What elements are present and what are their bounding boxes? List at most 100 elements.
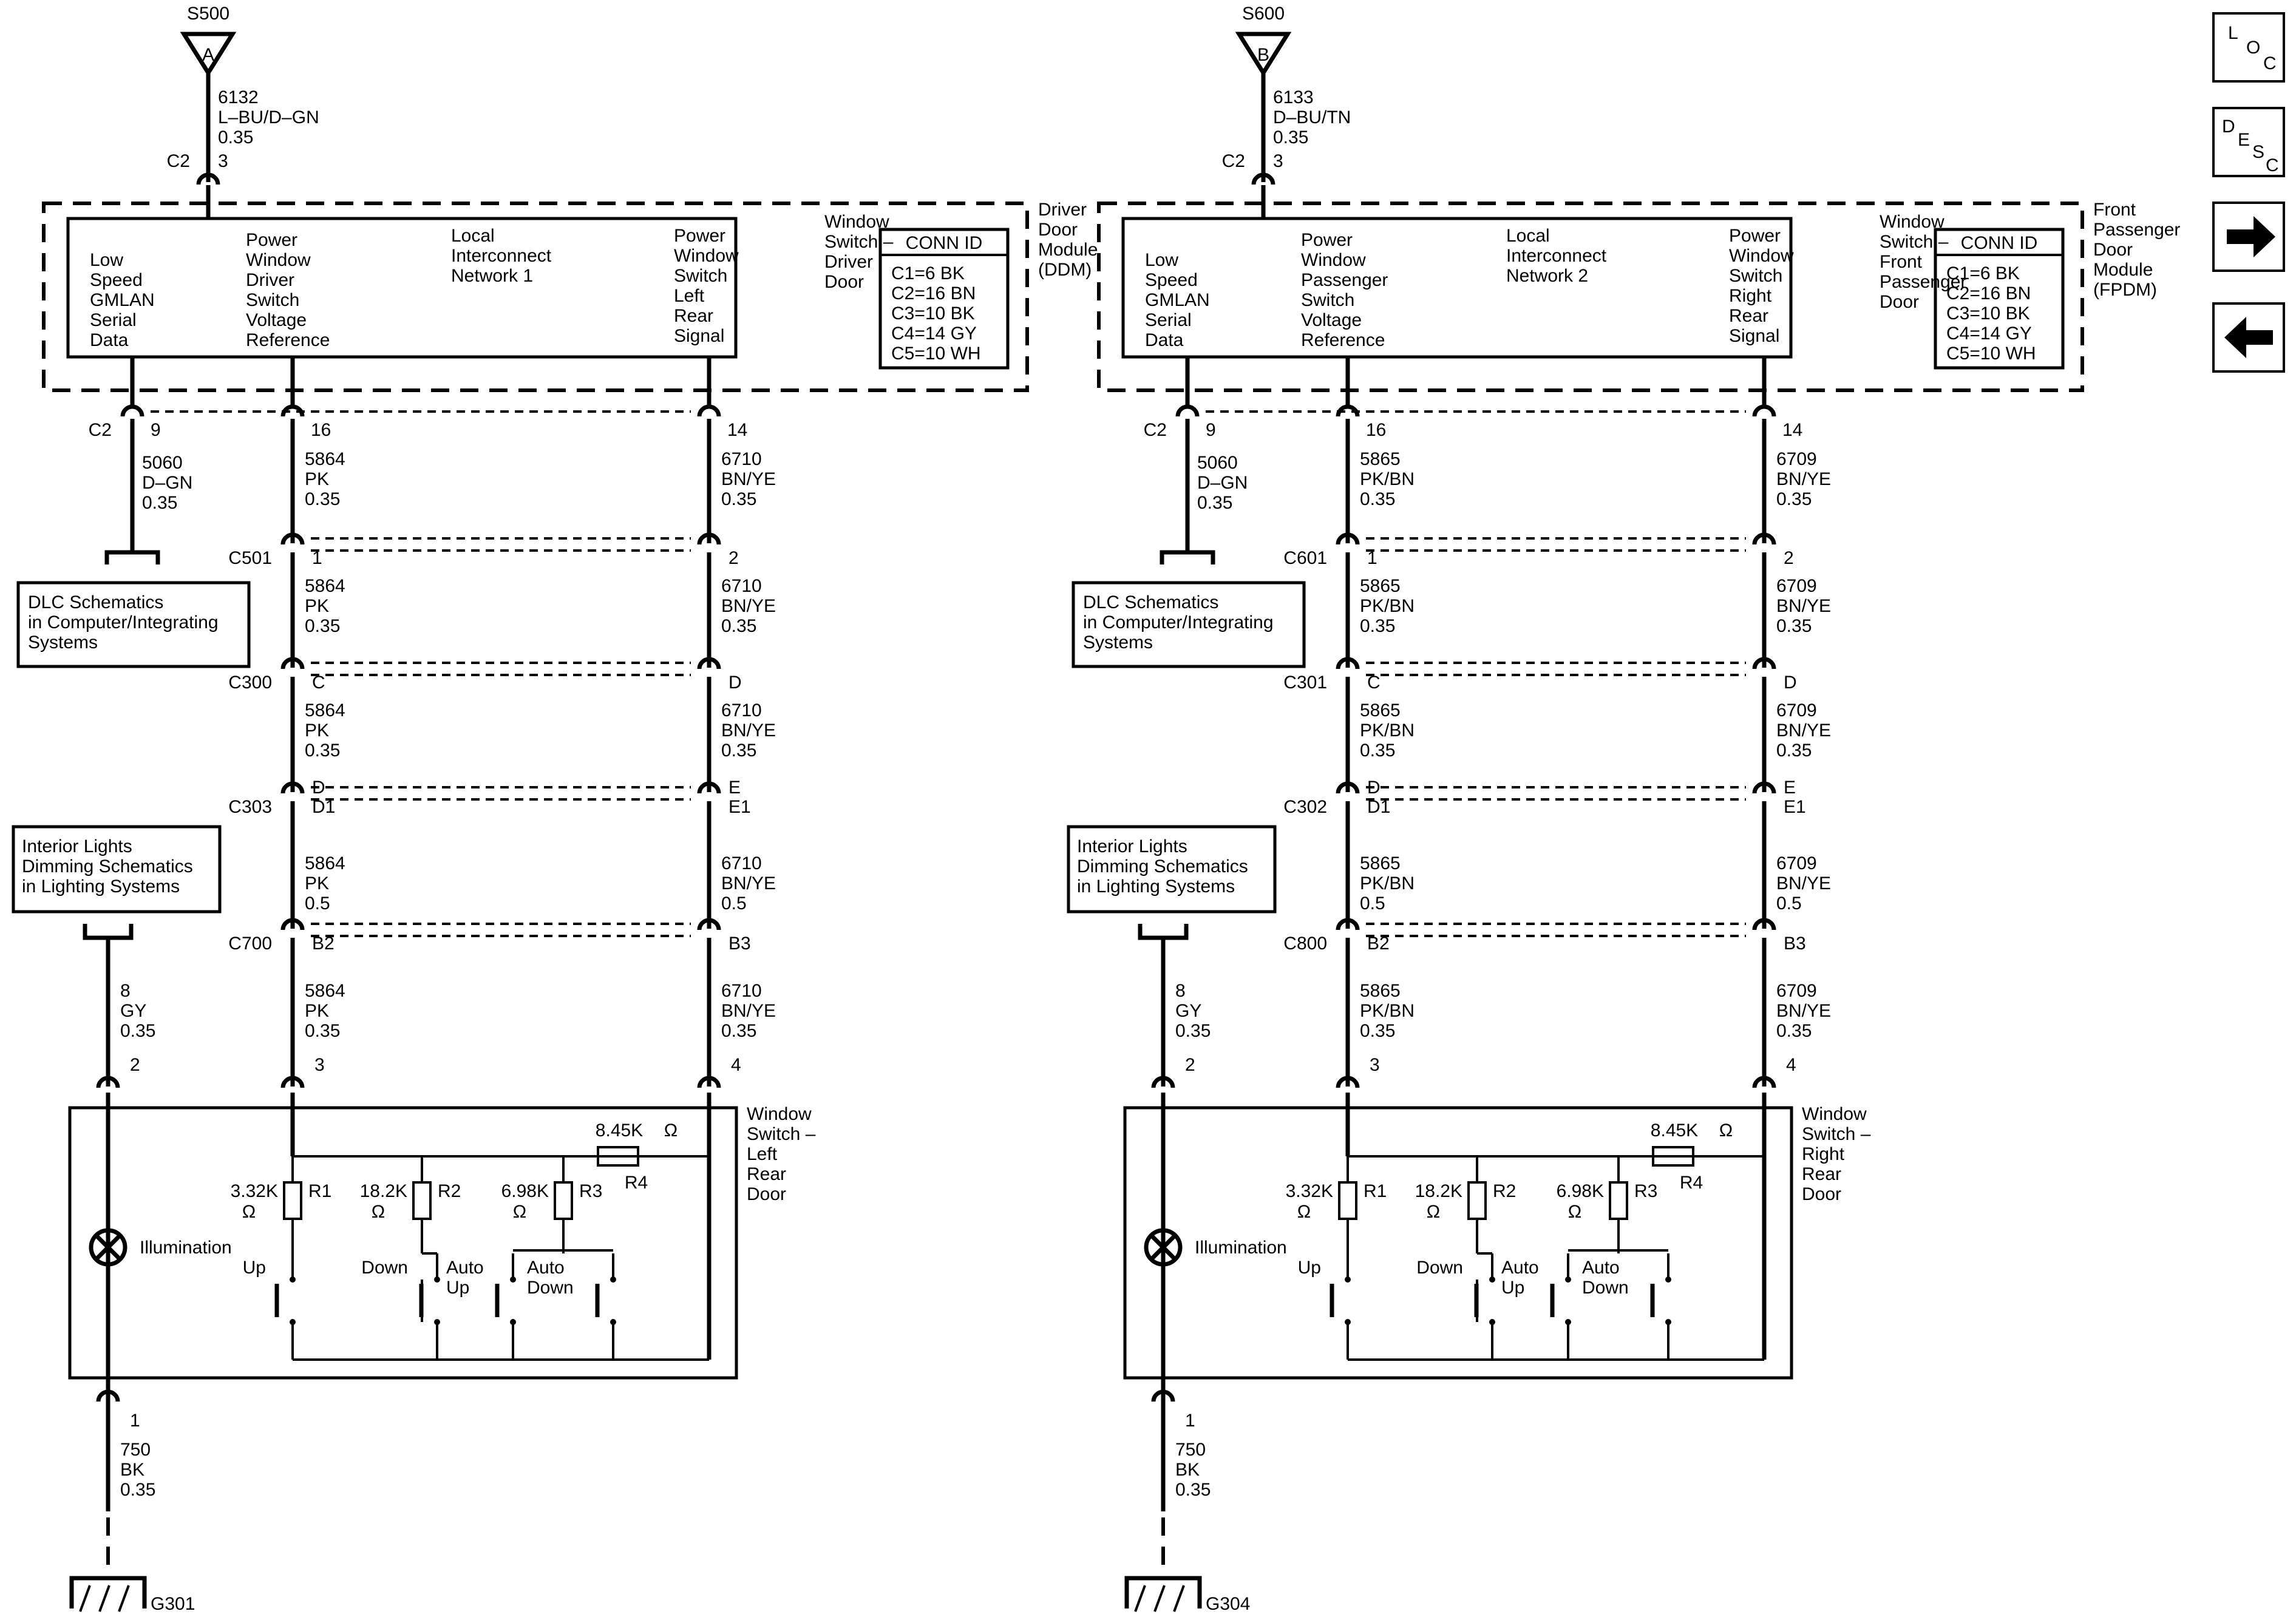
ground-hatch bbox=[1173, 1585, 1185, 1612]
dlc-reference-box[interactable] bbox=[1072, 581, 1306, 668]
reference-wire-label-line: 0.5 bbox=[1360, 893, 1385, 914]
rear-switch-title-line: Switch – bbox=[1802, 1124, 1871, 1144]
signal-label-line: Left bbox=[674, 286, 705, 306]
reference-wire-label-line: PK/BN bbox=[1360, 596, 1415, 616]
ground-symbol-icon bbox=[69, 1576, 147, 1609]
splice-letter: A bbox=[202, 45, 214, 65]
auto-down-label-line: Auto bbox=[1582, 1258, 1620, 1278]
dlc-reference-text-line: in Computer/Integrating bbox=[1083, 612, 1274, 632]
module-title-line: Door bbox=[1038, 220, 1078, 240]
reference-wire-label-line: 0.35 bbox=[1360, 741, 1395, 761]
gmlan-label-line: Serial bbox=[1145, 310, 1192, 330]
dlc-bracket bbox=[1160, 550, 1215, 564]
connector-label: C2 bbox=[1222, 151, 1245, 171]
signal-wire-label-line: 6709 bbox=[1776, 449, 1817, 469]
reference-wire-label-line: 0.35 bbox=[1360, 489, 1395, 509]
lamp-cross bbox=[1149, 1233, 1177, 1261]
c300-pin-a: C bbox=[1367, 673, 1381, 693]
signal-wire-label-line: BN/YE bbox=[1776, 596, 1831, 616]
reference-wire-label-line: PK bbox=[305, 469, 329, 489]
switch-title-line: Passenger bbox=[1880, 272, 1966, 292]
auto-up-label-line: Auto bbox=[1501, 1258, 1539, 1278]
rear-switch-title-line: Right bbox=[1802, 1144, 1845, 1164]
gmlan-label-line: Speed bbox=[90, 270, 143, 290]
pin-16: 16 bbox=[311, 420, 331, 440]
down-label: Down bbox=[1416, 1258, 1463, 1278]
reference-wire-label-line: 5865 bbox=[1360, 981, 1401, 1001]
sig-pin-cup bbox=[697, 404, 721, 417]
signal-wire-label-line: 0.35 bbox=[721, 616, 756, 636]
signal-wire-label-line: 6710 bbox=[721, 576, 762, 596]
reference-wire-label-line: 0.35 bbox=[305, 1021, 340, 1041]
loc-letter-c: C bbox=[2263, 53, 2277, 73]
up-label: Up bbox=[1298, 1258, 1321, 1278]
previous-page-button[interactable] bbox=[2212, 302, 2285, 373]
reference-wire-label-line: 5864 bbox=[305, 700, 345, 720]
down2-switch-contact bbox=[610, 1276, 616, 1283]
illumination-wire-label-line: 0.35 bbox=[1175, 1021, 1211, 1041]
c700-sig-cup bbox=[1752, 918, 1776, 931]
up-switch-contact bbox=[1345, 1276, 1351, 1283]
rear-switch-title-line: Door bbox=[747, 1184, 786, 1204]
ground-pin-label: 1 bbox=[130, 1411, 140, 1431]
c303-pin-a: D1 bbox=[1367, 797, 1390, 817]
sw_pin3-label: 3 bbox=[1370, 1055, 1380, 1075]
connector-pin: 3 bbox=[218, 151, 228, 171]
dimming-reference-box[interactable] bbox=[12, 825, 222, 914]
signal-wire-label-line: 0.35 bbox=[721, 741, 756, 761]
c303-pin-a: D bbox=[312, 778, 325, 798]
r4-resistor bbox=[597, 1146, 639, 1167]
ground-wire-label-line: 750 bbox=[1175, 1440, 1206, 1460]
signal-label-line: Switch bbox=[1729, 266, 1782, 286]
arrow-left-icon bbox=[2224, 317, 2273, 358]
wire-color: D–BU/TN bbox=[1273, 107, 1351, 127]
r3-label: R3 bbox=[579, 1181, 602, 1201]
desc-button[interactable]: D E S C bbox=[2212, 107, 2285, 177]
c501-pin-a: 1 bbox=[312, 548, 322, 568]
loc-button[interactable]: L O C bbox=[2212, 12, 2285, 83]
conn-id-entry-line: C1=6 BK bbox=[891, 263, 965, 283]
c300-ref-cup bbox=[1336, 657, 1360, 670]
signal-wire-label-line: 6709 bbox=[1776, 981, 1817, 1001]
conn-id-table bbox=[1934, 228, 2065, 370]
signal-wire-label-line: 0.5 bbox=[1776, 893, 1802, 914]
pin-14: 14 bbox=[1782, 420, 1802, 440]
c501-sig-cup bbox=[697, 532, 721, 545]
illumination-lamp-icon bbox=[89, 1228, 127, 1267]
lin-label-line: Network 1 bbox=[451, 266, 533, 286]
gmlan-label-line: GMLAN bbox=[90, 290, 155, 310]
reference-wire-label-line: 5865 bbox=[1360, 700, 1401, 720]
next-page-button[interactable] bbox=[2212, 202, 2285, 272]
gmlan-wire-label-line: 0.35 bbox=[1197, 493, 1232, 513]
wire-circuit-number: 6132 bbox=[218, 87, 259, 107]
dimming-reference-text-line: Interior Lights bbox=[1077, 836, 1187, 856]
signal-wire-label-line: 0.5 bbox=[721, 893, 747, 914]
r2-ohm: Ω bbox=[372, 1202, 385, 1222]
dlc-reference-box[interactable] bbox=[16, 581, 251, 668]
conn-id-entry-line: C1=6 BK bbox=[1946, 263, 2020, 283]
dlc-reference-text-line: in Computer/Integrating bbox=[28, 612, 219, 632]
illumination-wire-label-line: 8 bbox=[120, 981, 131, 1001]
c700-pin-b: B3 bbox=[729, 934, 751, 954]
r3-ohm: Ω bbox=[1568, 1202, 1581, 1222]
module-title-line: Module bbox=[1038, 240, 1098, 260]
up-label: Up bbox=[243, 1258, 266, 1278]
lamp-cross bbox=[94, 1233, 122, 1261]
c300-ref-cup bbox=[280, 657, 305, 670]
c501-ref-cup bbox=[1336, 532, 1360, 545]
signal-wire-label-line: BN/YE bbox=[1776, 873, 1831, 893]
conn-id-entry-line: C2=16 BN bbox=[1946, 283, 2031, 303]
reference-wire-label-line: 0.35 bbox=[305, 489, 340, 509]
c300-sig-cup bbox=[697, 657, 721, 670]
dimming-reference-box[interactable] bbox=[1067, 825, 1277, 914]
dimming-reference-text-line: in Lighting Systems bbox=[1077, 876, 1235, 897]
signal-wire-label-line: 6709 bbox=[1776, 853, 1817, 873]
c303-ref-cup bbox=[280, 781, 305, 794]
splice-label: S600 bbox=[1242, 4, 1285, 24]
dlc-reference-text-line: Systems bbox=[1083, 632, 1153, 653]
c700-pin-a: B2 bbox=[312, 934, 335, 954]
reference-wire-label-line: PK/BN bbox=[1360, 873, 1415, 893]
conn-id-entry-line: C5=10 WH bbox=[1946, 344, 2036, 364]
r3-resistor bbox=[554, 1181, 573, 1220]
sw_pin3-label: 3 bbox=[314, 1055, 325, 1075]
